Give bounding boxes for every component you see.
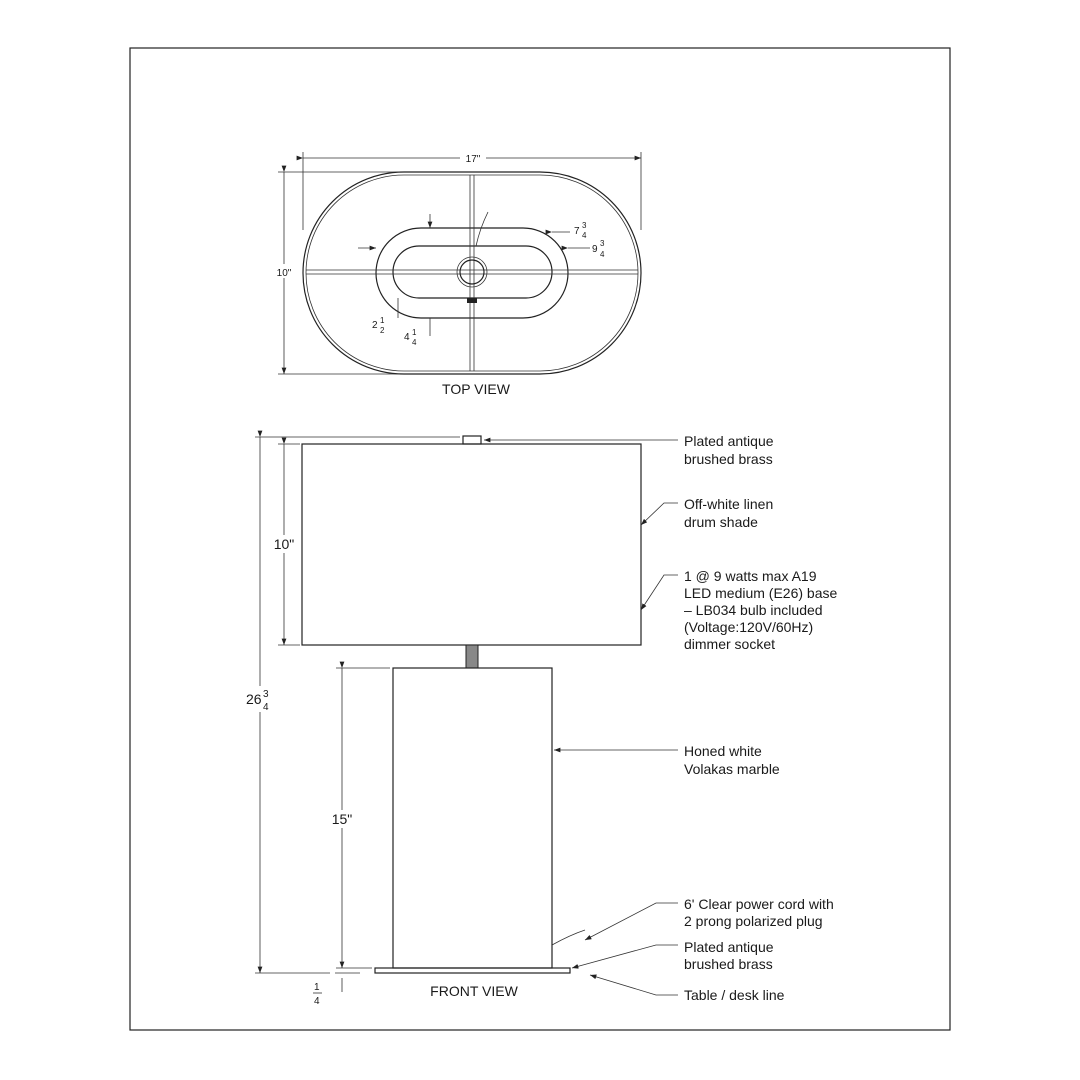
shade-outline-outer: [302, 171, 642, 375]
svg-text:2: 2: [372, 320, 378, 331]
svg-text:4: 4: [263, 702, 269, 713]
svg-text:17": 17": [466, 154, 481, 165]
top-view-title: TOP VIEW: [442, 381, 511, 397]
front-view-title: FRONT VIEW: [430, 983, 518, 999]
svg-text:4: 4: [404, 332, 410, 343]
finial: [462, 435, 482, 445]
base-outline-outer: [375, 227, 569, 319]
brass-plate: [374, 967, 571, 974]
socket-stem: [465, 644, 479, 669]
marble-base: [392, 667, 553, 969]
svg-text:4: 4: [314, 996, 320, 1007]
svg-text:10": 10": [274, 536, 295, 552]
svg-text:26: 26: [246, 691, 262, 707]
cord-icon: [475, 211, 489, 247]
shade-outline-inner: [305, 174, 639, 372]
svg-text:4: 4: [582, 231, 587, 240]
svg-text:4: 4: [412, 338, 417, 347]
svg-text:9: 9: [592, 244, 598, 255]
svg-text:1: 1: [412, 328, 417, 337]
svg-text:10": 10": [277, 268, 292, 279]
socket-icon: [459, 259, 485, 285]
svg-text:4: 4: [600, 250, 605, 259]
svg-text:15": 15": [332, 811, 353, 827]
svg-text:7: 7: [574, 226, 580, 237]
svg-text:3: 3: [263, 689, 269, 700]
base-outline-inner: [392, 245, 553, 299]
svg-text:3: 3: [582, 221, 587, 230]
drum-shade: [301, 443, 642, 646]
drawing-frame: [129, 47, 951, 1031]
svg-text:3: 3: [600, 239, 605, 248]
power-cord: [551, 929, 586, 946]
svg-text:1: 1: [380, 316, 385, 325]
svg-text:1: 1: [314, 982, 320, 993]
svg-text:2: 2: [380, 326, 385, 335]
callout-table-line: Table / desk line: [684, 987, 785, 1003]
